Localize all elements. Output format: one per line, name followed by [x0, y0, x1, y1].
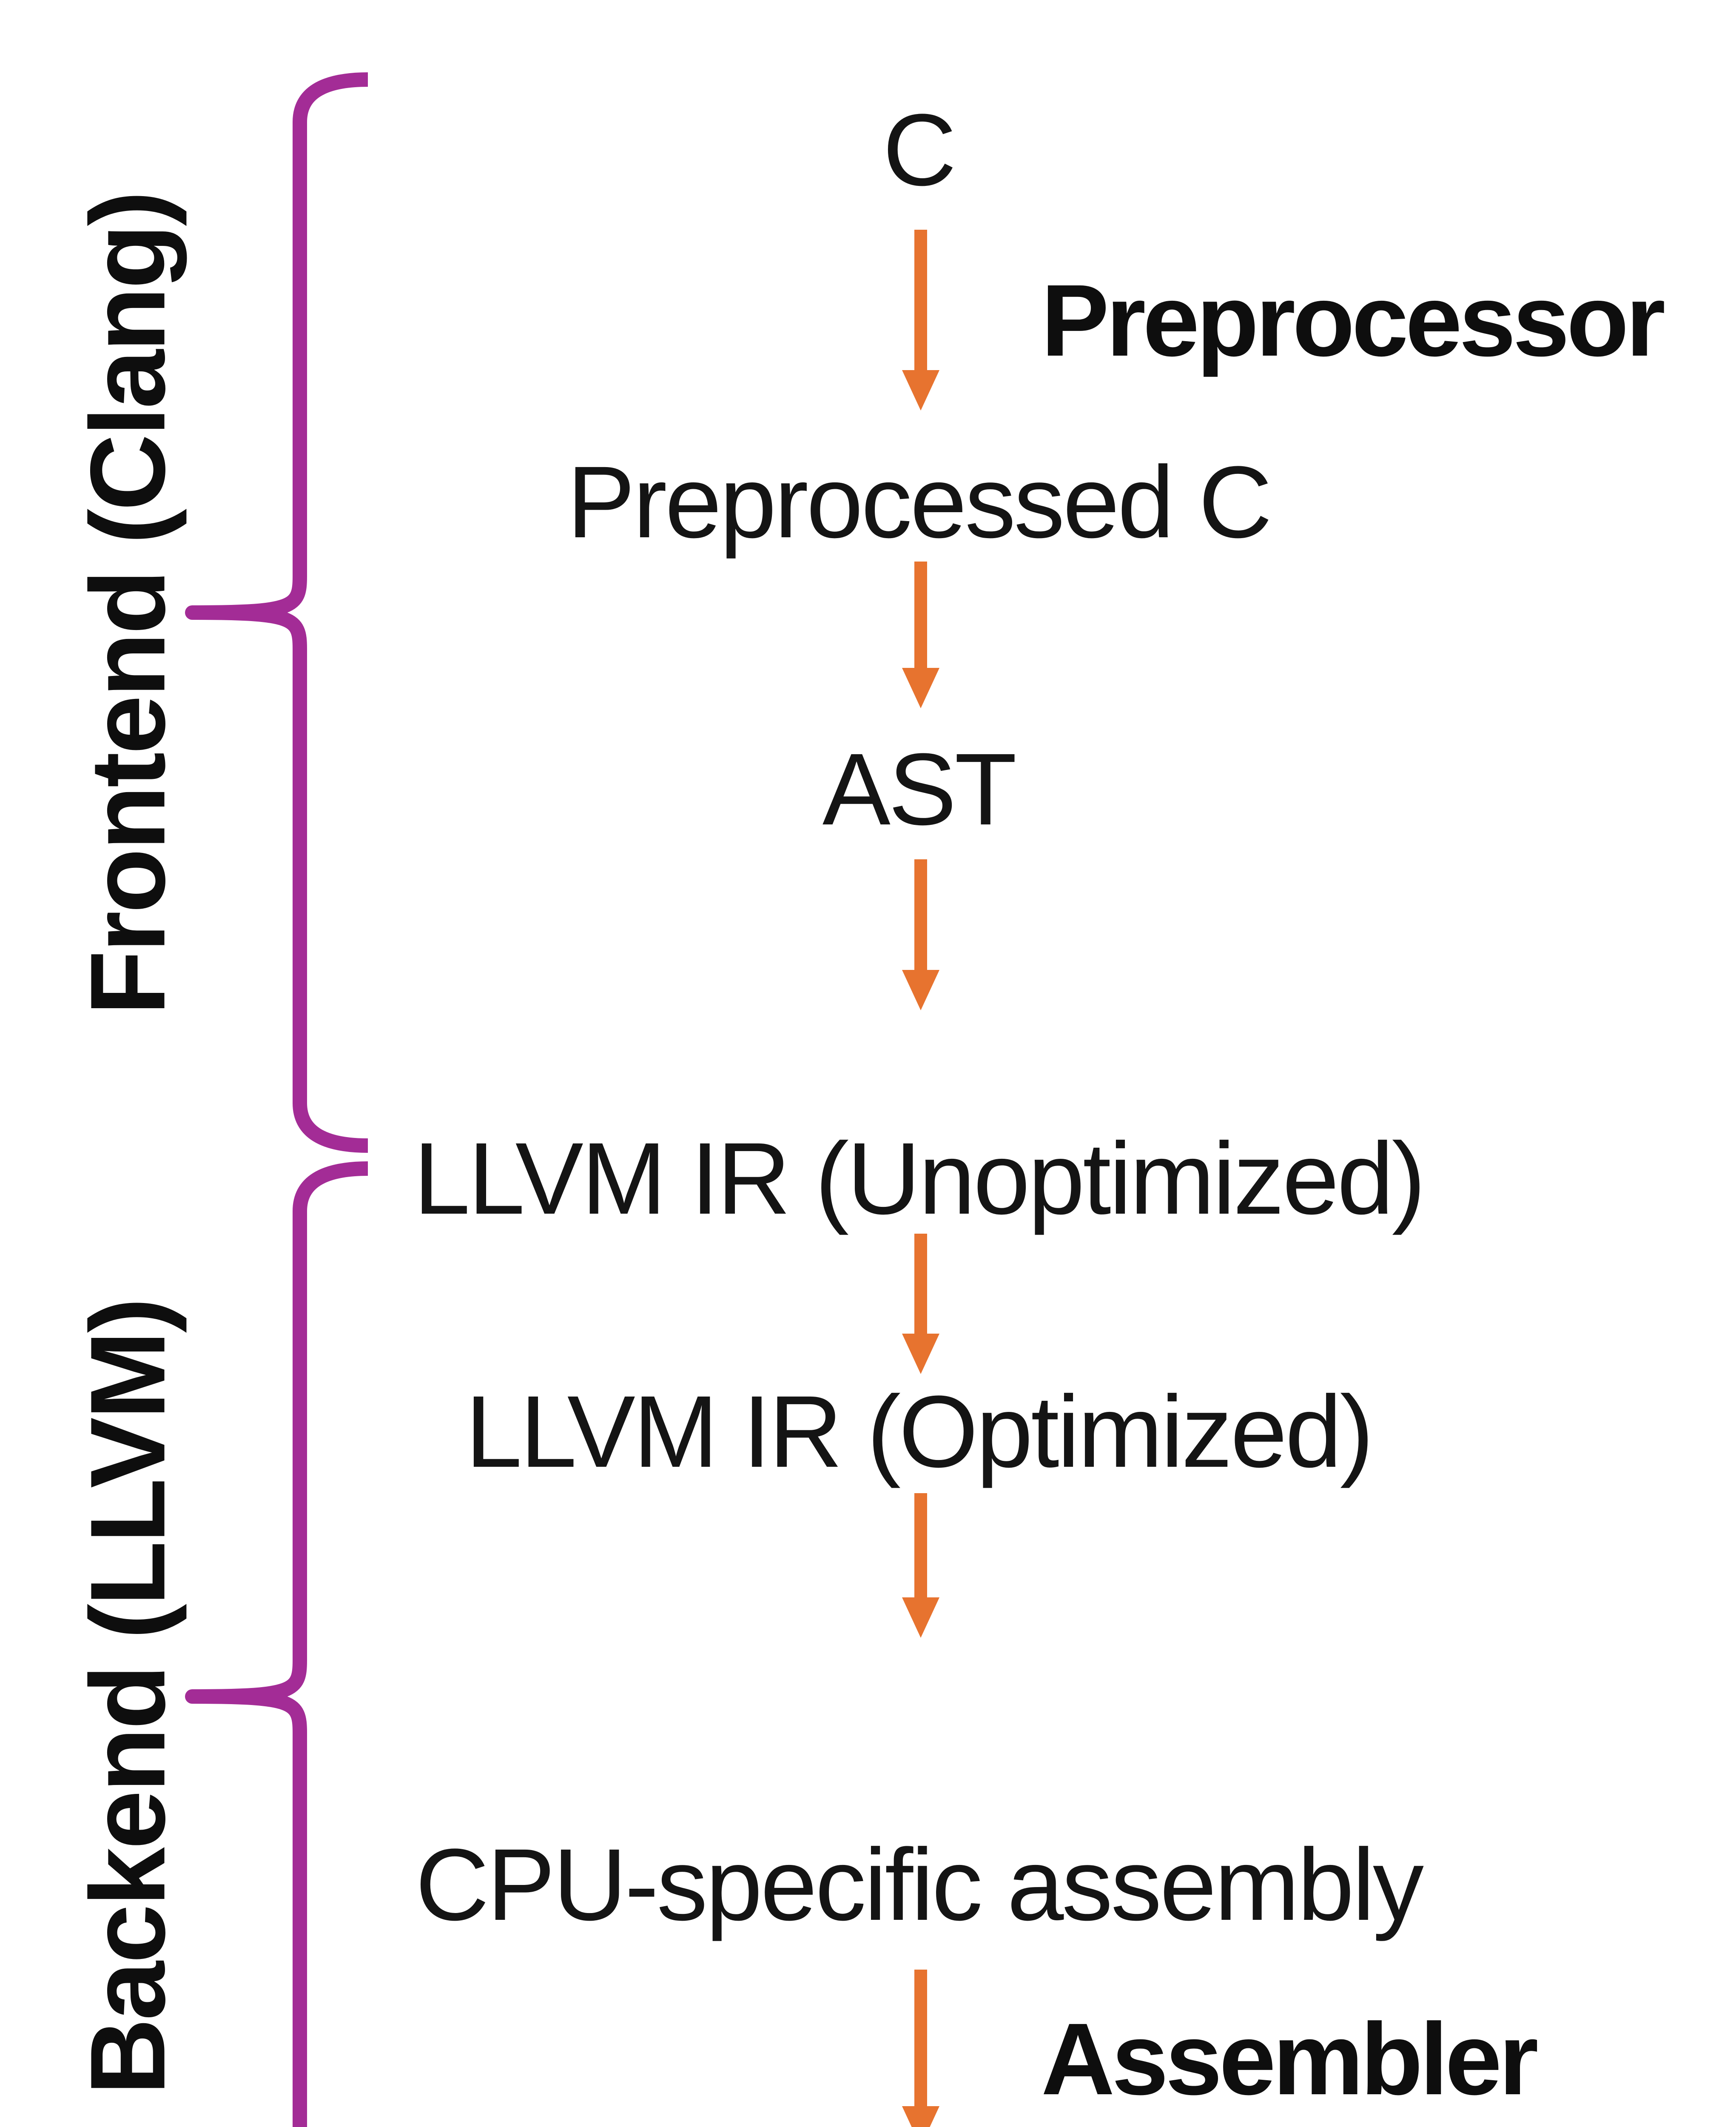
node-preprocessed-c: Preprocessed C: [567, 445, 1272, 559]
node-cpu-specific-assembly: CPU-specific assembly: [415, 1828, 1424, 1942]
flow-arrow-3-shaft: [914, 859, 927, 974]
node-ast: AST: [822, 732, 1017, 846]
node-c-source: C: [882, 93, 956, 207]
flow-arrow-1-head-icon: [902, 370, 939, 411]
node-llvm-ir-optimized: LLVM IR (Optimized): [465, 1374, 1374, 1488]
flow-arrow-2-head-icon: [902, 668, 939, 708]
section-label-frontend: Frontend (Clang): [68, 193, 187, 1015]
section-label-backend: Backend (LLVM): [68, 1300, 187, 2095]
flow-arrow-4-head-icon: [902, 1334, 939, 1374]
node-llvm-ir-unoptimized: LLVM IR (Unoptimized): [413, 1121, 1426, 1235]
flow-arrow-5-shaft: [914, 1493, 927, 1602]
flow-arrow-1-shaft: [914, 230, 927, 374]
flow-arrow-6-shaft: [914, 1970, 927, 2110]
flow-arrow-5-head-icon: [902, 1597, 939, 1638]
flow-arrow-3-head-icon: [902, 970, 939, 1010]
flow-arrow-4-shaft: [914, 1234, 927, 1338]
backend-brace: [185, 1161, 368, 2127]
process-label-assembler: Assembler: [1041, 2002, 1539, 2116]
frontend-brace: [185, 72, 368, 1153]
flow-arrow-2-shaft: [914, 562, 927, 672]
flow-arrow-6-head-icon: [902, 2106, 939, 2127]
process-label-preprocessor: Preprocessor: [1041, 263, 1665, 377]
